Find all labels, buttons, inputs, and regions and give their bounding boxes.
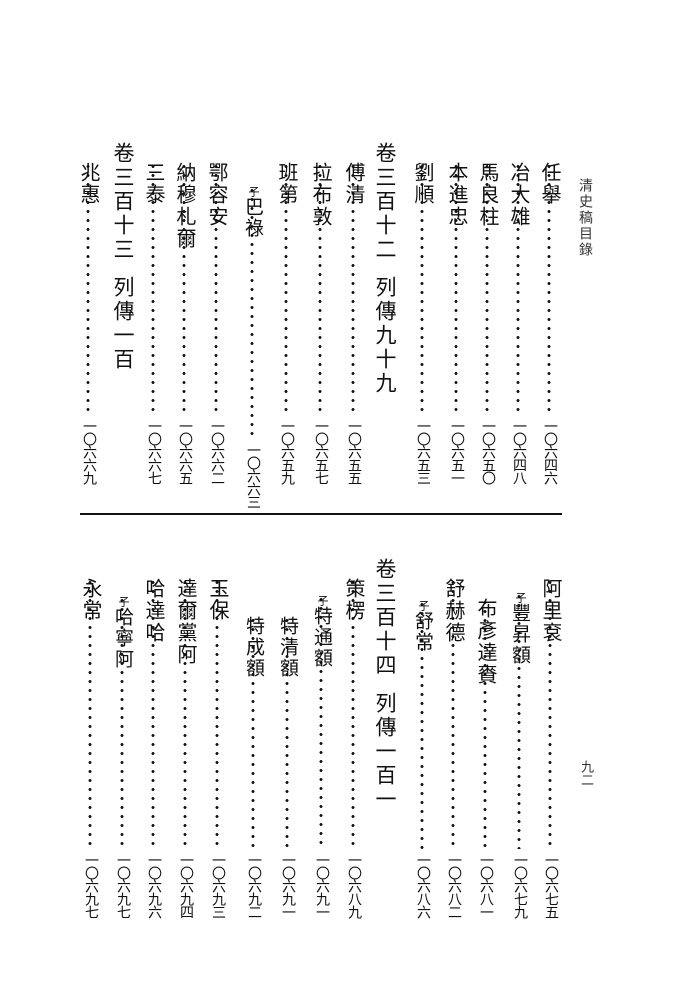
toc-entry[interactable]: 子舒常 一〇六八六: [410, 600, 436, 918]
dot-leader: [283, 162, 289, 484]
dot-leader: [547, 578, 553, 918]
entry-page: 一〇六六二: [204, 415, 230, 484]
entry-page: 一〇六九一: [309, 849, 335, 918]
entry-page: 一〇六六五: [172, 415, 198, 484]
entry-page: 一〇六五一: [444, 415, 470, 484]
dot-leader: [450, 578, 456, 918]
toc-entry[interactable]: 子特通額 一〇六九一: [309, 595, 335, 918]
volume-number: 卷三百十二: [373, 142, 397, 262]
toc-entry[interactable]: 冶大雄 一〇六四八: [506, 162, 532, 484]
toc-entry[interactable]: 兆惠 一〇六六九: [76, 162, 102, 484]
toc-entry[interactable]: 拉布敦 一〇六五七: [308, 162, 334, 484]
dot-leader: [150, 162, 156, 484]
toc-entry[interactable]: 本進忠 一〇六五一: [444, 162, 470, 484]
entry-page: 一〇六四六: [537, 415, 563, 484]
entry-page: 一〇六八二: [441, 849, 467, 918]
toc-entry[interactable]: 馬良柱 一〇六五〇: [475, 162, 501, 484]
toc-entry[interactable]: 哈達哈 一〇六九六: [141, 578, 167, 918]
dot-leader: [317, 162, 323, 484]
dot-leader: [546, 162, 552, 484]
entry-page: 一〇六九七: [110, 849, 136, 918]
toc-entry[interactable]: 子哈寧阿 一〇六九七: [110, 596, 136, 918]
running-title: 清史稿目錄: [577, 178, 593, 258]
toc-entry[interactable]: 特成額 一〇六九二: [241, 616, 267, 918]
dot-leader: [484, 162, 490, 484]
entry-page: 一〇六七九: [507, 849, 533, 918]
toc-entry[interactable]: 任舉 一〇六四六: [537, 162, 563, 484]
toc-entry[interactable]: 鄂容安 一〇六六二: [204, 162, 230, 484]
section-divider-rule: [80, 513, 562, 515]
toc-entry[interactable]: 班第 一〇六五九: [274, 162, 300, 484]
biography-title: 列傳一百一: [373, 692, 397, 812]
entry-page: 一〇六五〇: [475, 415, 501, 484]
toc-entry[interactable]: 達爾黨阿 一〇六九四: [173, 578, 199, 918]
dot-leader: [249, 186, 255, 508]
dot-leader: [85, 162, 91, 484]
entry-page: 一〇六九三: [205, 849, 231, 918]
toc-entry[interactable]: 子巴祿 一〇六六三: [240, 186, 266, 508]
dot-leader: [419, 600, 425, 918]
dot-leader: [350, 162, 356, 484]
entry-page: 一〇六五七: [308, 415, 334, 484]
toc-entry[interactable]: 永常 一〇六九七: [78, 578, 104, 918]
entry-page: 一〇六九七: [78, 849, 104, 918]
toc-entry[interactable]: 玉保 一〇六九三: [205, 578, 231, 918]
entry-page: 一〇六九一: [275, 849, 301, 918]
entry-page: 一〇六九四: [173, 849, 199, 918]
entry-page: 一〇六五九: [274, 415, 300, 484]
dot-leader: [419, 162, 425, 484]
entry-page: 一〇六七五: [538, 849, 564, 918]
toc-entry[interactable]: 特清額 一〇六九一: [275, 616, 301, 918]
toc-entry[interactable]: 納穆札爾 一〇六六五: [172, 162, 198, 484]
volume-heading: 卷三百十二列傳九十九: [372, 142, 398, 396]
toc-entry[interactable]: 劉順 一〇六五三: [410, 162, 436, 484]
page-number: 九二: [578, 760, 593, 786]
dot-leader: [453, 162, 459, 484]
dot-leader: [516, 592, 522, 918]
toc-entry[interactable]: 阿里袞 一〇六七五: [538, 578, 564, 918]
volume-heading: 卷三百十三列傳一百: [110, 142, 136, 372]
entry-page: 一〇六六七: [141, 415, 167, 484]
biography-title: 列傳九十九: [373, 276, 397, 396]
entry-page: 一〇六八九: [341, 849, 367, 918]
toc-entry[interactable]: 子豐昇額 一〇六七九: [507, 592, 533, 918]
entry-page: 一〇六九六: [141, 849, 167, 918]
volume-number: 卷三百十四: [373, 558, 397, 678]
volume-number: 卷三百十三: [111, 142, 135, 262]
biography-title: 列傳一百: [111, 276, 135, 372]
entry-page: 一〇六八一: [473, 849, 499, 918]
entry-page: 一〇六四八: [506, 415, 532, 484]
dot-leader: [181, 162, 187, 484]
dot-leader: [119, 596, 125, 918]
dot-leader: [284, 616, 290, 918]
entry-page: 一〇六六九: [76, 415, 102, 484]
dot-leader: [87, 578, 93, 918]
toc-entry[interactable]: 三泰 一〇六六七: [141, 162, 167, 484]
dot-leader: [213, 162, 219, 484]
dot-leader: [515, 162, 521, 484]
entry-page: 一〇六五五: [341, 415, 367, 484]
entry-page: 一〇六九二: [241, 849, 267, 918]
entry-page: 一〇六六三: [240, 439, 266, 508]
dot-leader: [350, 578, 356, 918]
toc-entry[interactable]: 布彥達賚 一〇六八一: [473, 598, 499, 918]
dot-leader: [250, 616, 256, 918]
dot-leader: [182, 578, 188, 918]
toc-entry[interactable]: 策楞 一〇六八九: [341, 578, 367, 918]
dot-leader: [214, 578, 220, 918]
entry-page: 一〇六五三: [410, 415, 436, 484]
dot-leader: [150, 578, 156, 918]
entry-page: 一〇六八六: [410, 849, 436, 918]
toc-entry[interactable]: 舒赫德 一〇六八二: [441, 578, 467, 918]
toc-entry[interactable]: 傅清 一〇六五五: [341, 162, 367, 484]
dot-leader: [318, 595, 324, 918]
dot-leader: [482, 598, 488, 918]
volume-heading: 卷三百十四列傳一百一: [372, 558, 398, 812]
